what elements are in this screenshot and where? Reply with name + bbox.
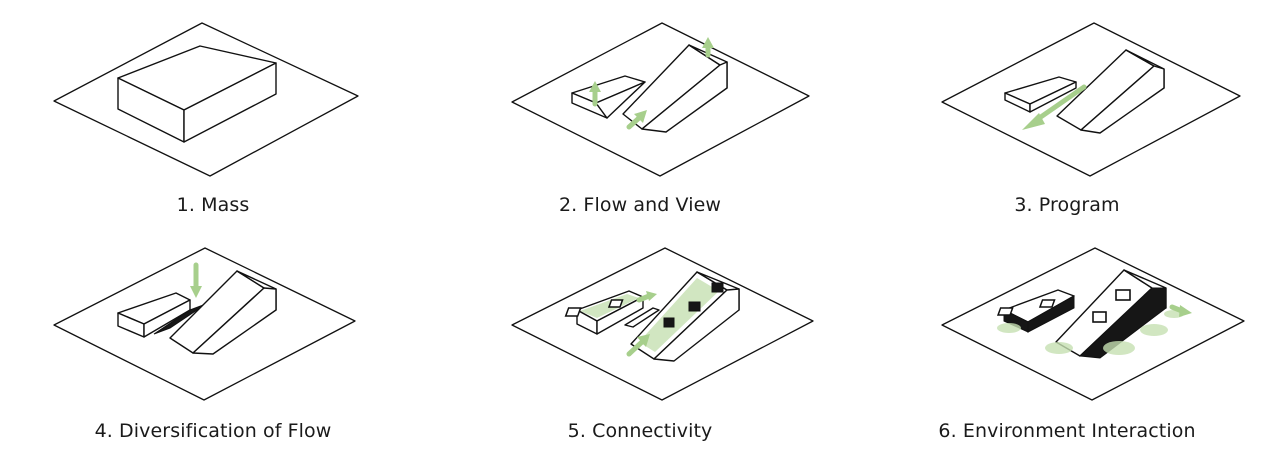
diversification-diagram [53,247,356,401]
diagram-panel-program: 3. Program [854,0,1280,227]
caption-environment: 6. Environment Interaction [938,420,1196,442]
program-arrow-diagonal [1022,84,1087,130]
ramp-block-side-face [653,288,740,362]
green-roof-block-right-face [596,296,644,335]
vegetation-cluster [1140,324,1168,336]
ramp-window [1092,311,1107,323]
caption-diversification: 4. Diversification of Flow [94,420,332,442]
mass-block-right-face [183,62,277,143]
caption-mass: 1. Mass [176,194,250,216]
ramp-block-side-face [1078,287,1167,359]
ramp-block-side-face [192,287,277,355]
caption-program: 3. Program [1014,194,1120,216]
small-wedge-right-face [1029,81,1077,113]
diagram-panel-environment: 6. Environment Interaction [854,230,1280,457]
environment-diagram [941,247,1245,401]
diagram-panel-flow-view: 2. Flow and View [427,0,853,227]
flow-arrow-up-small [589,81,601,107]
flow-arrow-down [190,262,202,298]
left-block-side-face [1027,295,1075,333]
ramp-window [711,282,724,293]
mass-diagram [53,22,359,177]
caption-flow-view: 2. Flow and View [558,194,722,216]
thin-slab [624,307,660,328]
roof-window [1038,299,1056,308]
connectivity-diagram [511,247,814,401]
vegetation-cluster [1045,342,1073,354]
flow-view-diagram [511,22,810,177]
environment-arrow-out [1169,304,1192,317]
view-arrow-up-ramp [702,37,714,58]
ramp-block-side-face [641,61,728,133]
flow-arrow-into-ramp [626,110,647,130]
ramp-window [688,301,701,312]
ramp-window [663,317,675,328]
diagram-panel-connectivity: 5. Connectivity [427,230,853,457]
roof-window [564,307,582,317]
small-block-right-face [595,81,646,119]
ramp-block-side-face [1080,65,1165,134]
connectivity-arrow-up [626,334,650,357]
vegetation-cluster [997,323,1021,333]
ramp-window [1115,289,1131,301]
roof-window [607,299,624,308]
connectivity-arrow-roof [636,291,657,303]
diagram-panel-diversification: 4. Diversification of Flow [0,230,426,457]
roof-window [996,307,1014,316]
ramp-vegetation [639,278,719,352]
diagram-panel-mass: 1. Mass [0,0,426,227]
vegetation-cluster [1103,341,1135,355]
caption-connectivity: 5. Connectivity [567,420,713,442]
program-diagram [941,22,1241,177]
